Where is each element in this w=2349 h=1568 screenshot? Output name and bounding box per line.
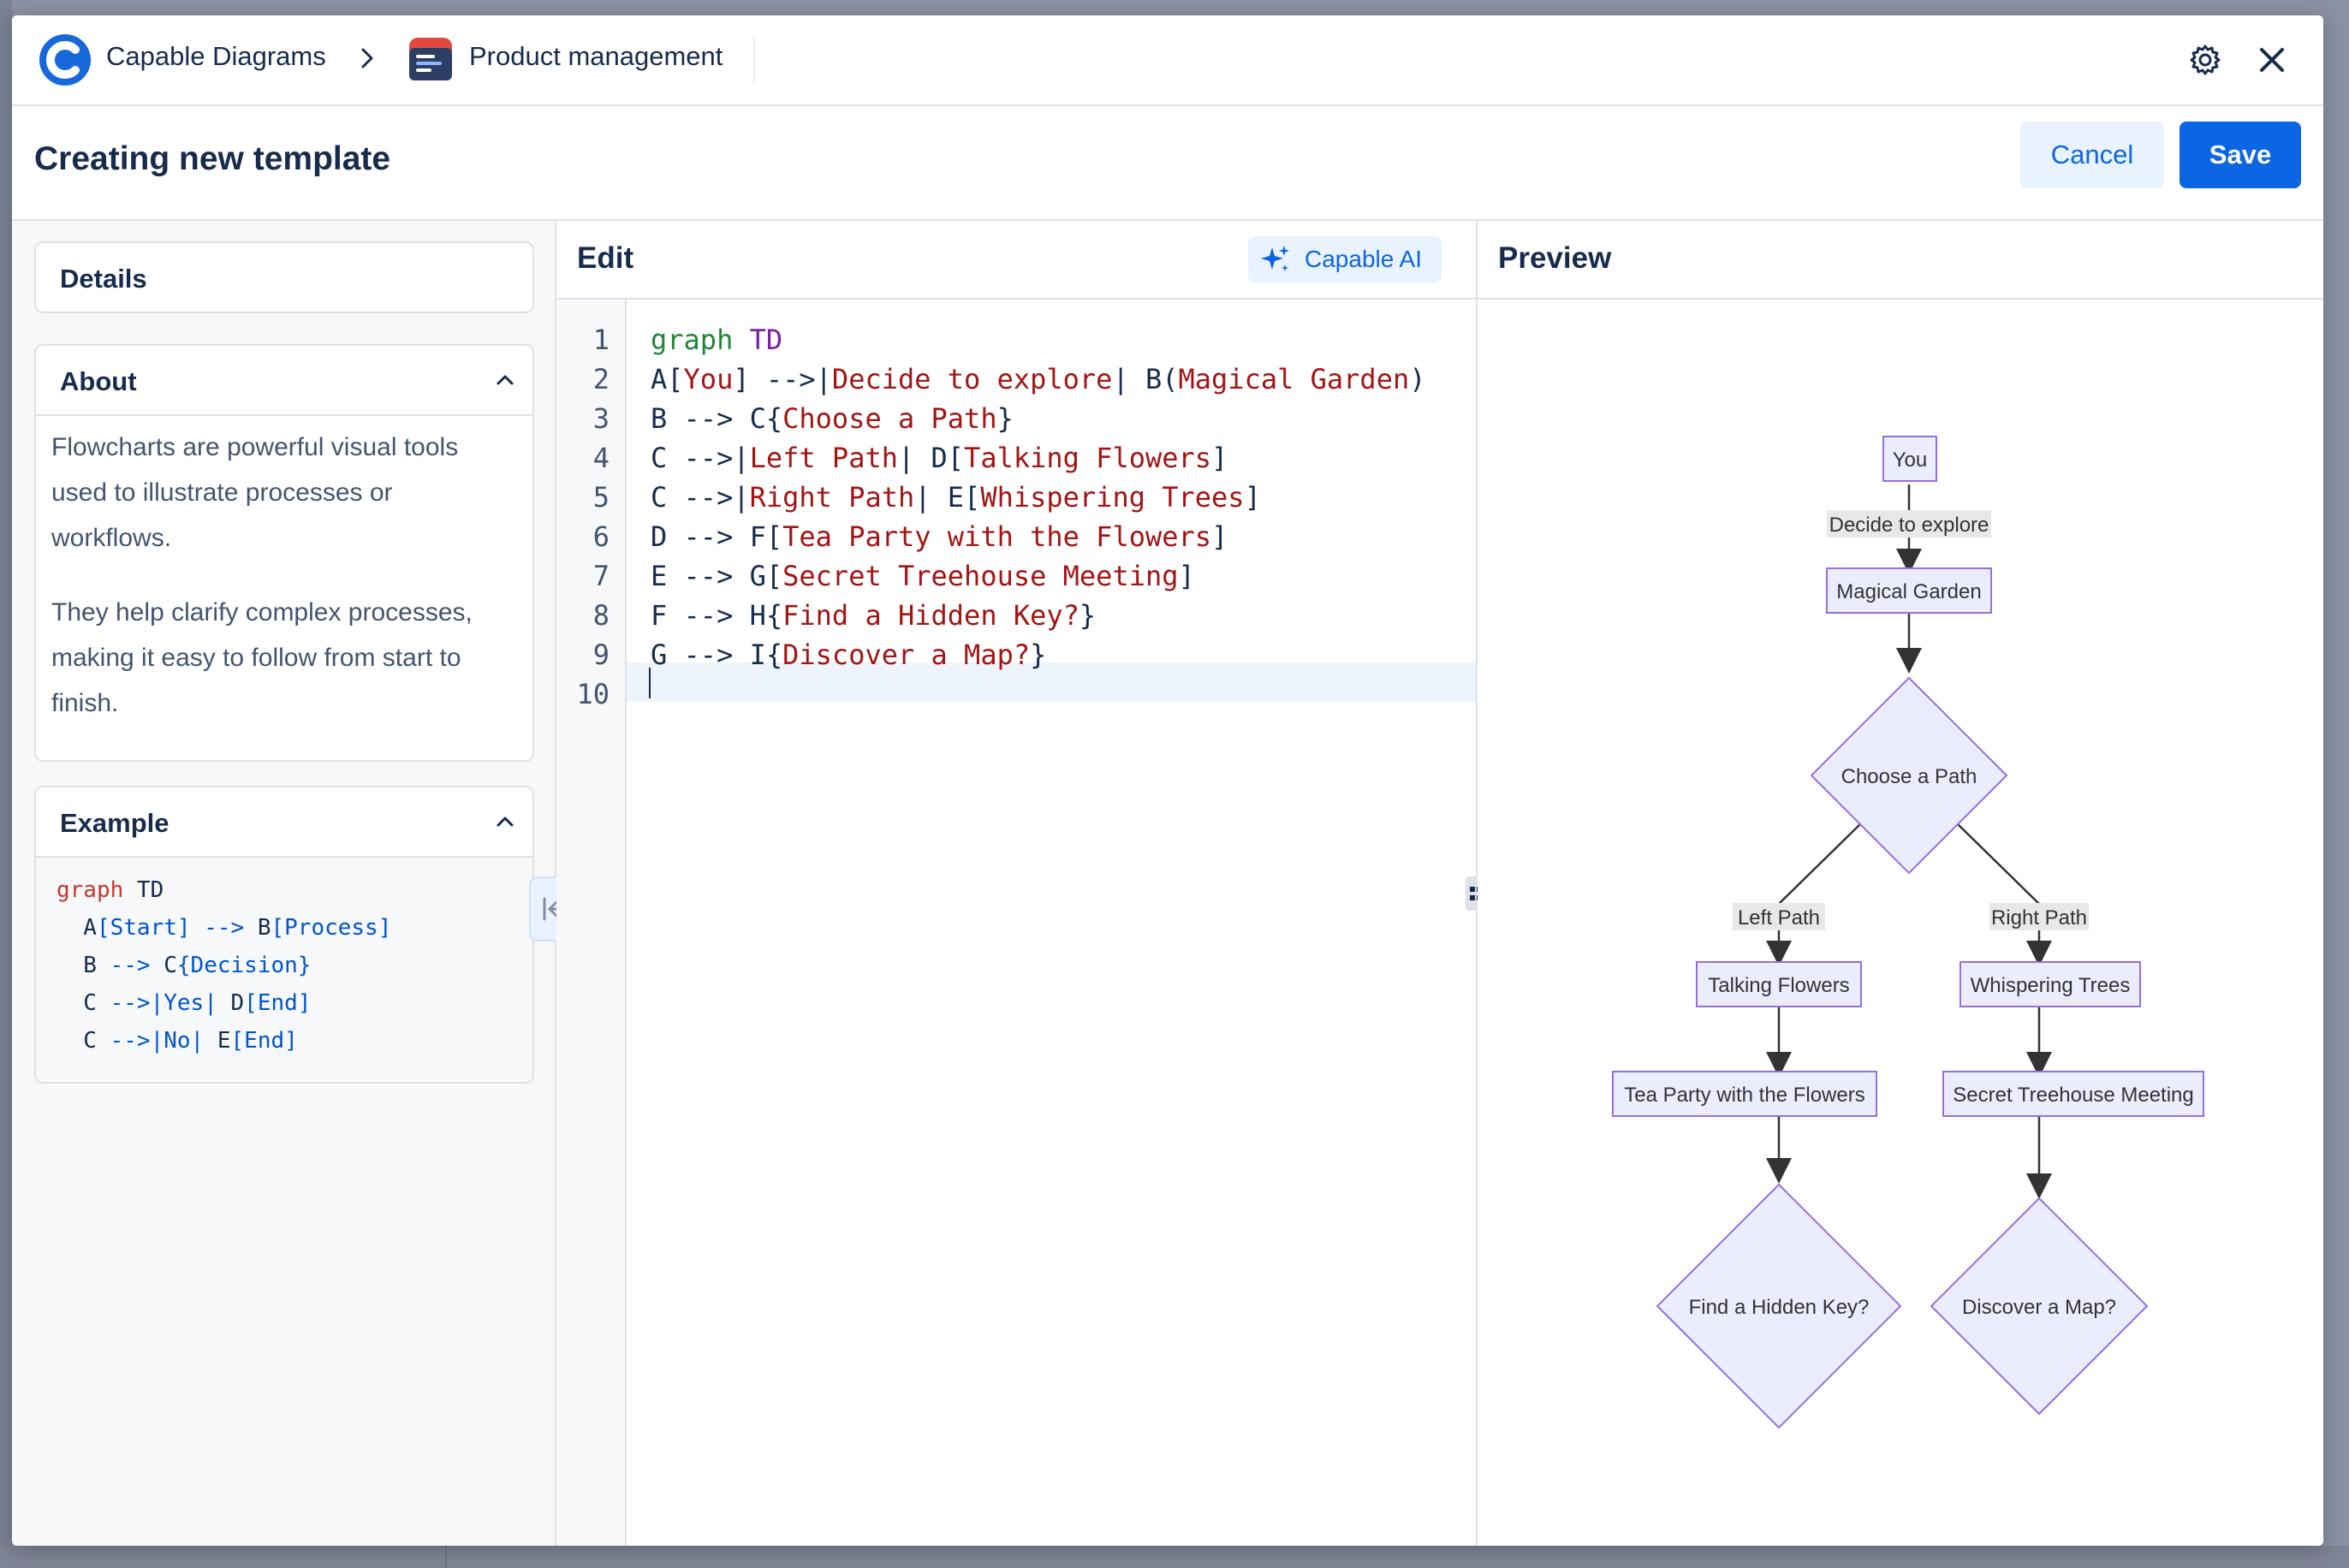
line-number: 10 (576, 678, 610, 710)
background-page-bottom (0, 1546, 2349, 1568)
about-divider (36, 414, 532, 416)
capable-logo-icon (39, 34, 91, 86)
node-whispering-trees (1959, 961, 2141, 1007)
example-code-line: A[Start] --> B[Process] (56, 915, 392, 941)
example-header[interactable]: Example (36, 787, 532, 856)
app-name[interactable]: Capable Diagrams (106, 41, 326, 71)
example-label: Example (60, 808, 169, 838)
about-description: Flowcharts are powerful visual tools use… (51, 425, 517, 755)
preview-title: Preview (1498, 241, 1612, 275)
node-magical-garden (1826, 567, 1992, 614)
code-line[interactable]: F --> H{Find a Hidden Key?} (651, 599, 1097, 632)
node-label-choose-path: Choose a Path (1841, 765, 1977, 788)
edge-label-bg (1827, 510, 1991, 538)
node-you (1882, 436, 1937, 482)
node-label-discover-map: Discover a Map? (1962, 1296, 2116, 1319)
code-line[interactable]: C -->|Right Path| E[Whispering Trees] (651, 481, 1261, 514)
example-card: Example graph TD A[Start] --> B[Process]… (34, 786, 534, 1084)
node-hidden-key (1656, 1183, 1902, 1429)
chevron-up-icon[interactable] (493, 810, 517, 834)
editor-title: Edit (577, 241, 634, 275)
node-discover-map (1930, 1197, 2149, 1416)
edge-label-right: Right Path (1991, 906, 2087, 930)
chevron-right-icon (361, 48, 373, 68)
line-number: 4 (592, 442, 610, 474)
line-number: 3 (592, 402, 610, 435)
line-number: 6 (592, 520, 610, 553)
line-number: 7 (592, 560, 610, 592)
node-label-hidden-key: Find a Hidden Key? (1689, 1296, 1870, 1319)
about-label: About (60, 366, 137, 396)
cancel-button[interactable]: Cancel (2020, 122, 2164, 188)
editor-header: Edit Capable AI (556, 221, 1476, 300)
example-code-line: B --> C{Decision} (56, 953, 312, 978)
line-number: 1 (592, 324, 610, 356)
example-code-block: graph TD A[Start] --> B[Process] B --> C… (36, 858, 532, 1080)
example-code-line: graph TD (56, 877, 164, 903)
node-label-secret-treehouse: Secret Treehouse Meeting (1953, 1084, 2194, 1107)
code-line[interactable]: graph TD (651, 324, 783, 356)
edge-label-left: Left Path (1738, 906, 1820, 930)
preview-header: Preview (1478, 221, 2323, 300)
left-sidebar: Details About Flowcharts are powerful vi… (12, 221, 556, 1546)
edge-c-d (1766, 823, 1862, 966)
breadcrumb-project[interactable]: Product management (469, 41, 723, 71)
node-label-tea-party: Tea Party with the Flowers (1624, 1084, 1864, 1107)
node-talking-flowers (1696, 961, 1862, 1007)
background-divider (445, 1546, 447, 1568)
about-paragraph: They help clarify complex processes, mak… (51, 598, 473, 717)
edge-c-e (1956, 823, 2052, 966)
preview-panel: Preview Decide to explore (1478, 221, 2323, 1546)
code-line[interactable]: A[You] -->|Decide to explore| B(Magical … (651, 363, 1426, 395)
edge-label-bg (1989, 903, 2089, 930)
close-icon[interactable] (2255, 43, 2289, 77)
line-number: 5 (592, 481, 610, 514)
code-line[interactable]: C -->|Left Path| D[Talking Flowers] (651, 442, 1228, 474)
code-line[interactable]: B --> C{Choose a Path} (651, 402, 1014, 435)
line-number: 9 (592, 638, 610, 671)
chevron-up-icon[interactable] (493, 368, 517, 392)
node-label-talking-flowers: Talking Flowers (1708, 974, 1849, 997)
modal-header: Creating new template Cancel Save (12, 104, 2323, 221)
line-number: 8 (592, 599, 610, 632)
background-page-edge (0, 0, 12, 1568)
details-header[interactable]: Details (36, 243, 532, 312)
project-icon (409, 38, 452, 80)
example-divider (36, 856, 532, 858)
node-label-you: You (1893, 448, 1928, 472)
node-tea-party (1612, 1071, 1877, 1117)
about-card: About Flowcharts are powerful visual too… (34, 344, 534, 762)
active-line-highlight (556, 662, 1476, 702)
breadcrumb-divider (753, 38, 755, 82)
node-secret-treehouse (1942, 1071, 2204, 1117)
node-label-whispering-trees: Whispering Trees (1971, 974, 2131, 997)
example-code: graph TD A[Start] --> B[Process] B --> C… (56, 871, 391, 1060)
page-title: Creating new template (34, 140, 391, 177)
about-paragraph: Flowcharts are powerful visual tools use… (51, 433, 459, 552)
edge-label-decide: Decide to explore (1829, 514, 1989, 537)
code-line[interactable]: D --> F[Tea Party with the Flowers] (651, 520, 1228, 553)
sparkle-icon (1261, 246, 1289, 271)
node-label-magical-garden: Magical Garden (1836, 580, 1981, 603)
capable-ai-button[interactable]: Capable AI (1248, 236, 1442, 282)
flowchart-diagram: Decide to explore Left Path Right Path Y… (1612, 436, 2204, 1429)
modal-topbar: Capable Diagrams Product management (12, 15, 2323, 106)
template-editor-modal: Capable Diagrams Product management Crea… (12, 15, 2323, 1546)
example-code-line: C -->|No| E[End] (56, 1028, 298, 1054)
capable-ai-label: Capable AI (1305, 246, 1422, 272)
editor-panel: Edit Capable AI 1 2 3 4 5 6 7 8 9 10 graph TD A[Yo… (556, 221, 1478, 1546)
line-number-gutter (556, 300, 627, 1546)
text-cursor (649, 668, 651, 698)
code-line[interactable]: G --> I{Discover a Map?} (651, 638, 1047, 671)
node-choose-path (1810, 676, 2008, 875)
gear-icon[interactable] (2188, 43, 2222, 77)
line-number: 2 (592, 363, 610, 395)
edge-label-bg (1733, 903, 1825, 930)
example-code-line: C -->|Yes| D[End] (56, 990, 312, 1016)
about-header[interactable]: About (36, 346, 532, 414)
details-label: Details (60, 264, 147, 294)
code-line[interactable]: E --> G[Secret Treehouse Meeting] (651, 560, 1195, 592)
save-button[interactable]: Save (2180, 122, 2301, 188)
details-card[interactable]: Details (34, 241, 534, 313)
